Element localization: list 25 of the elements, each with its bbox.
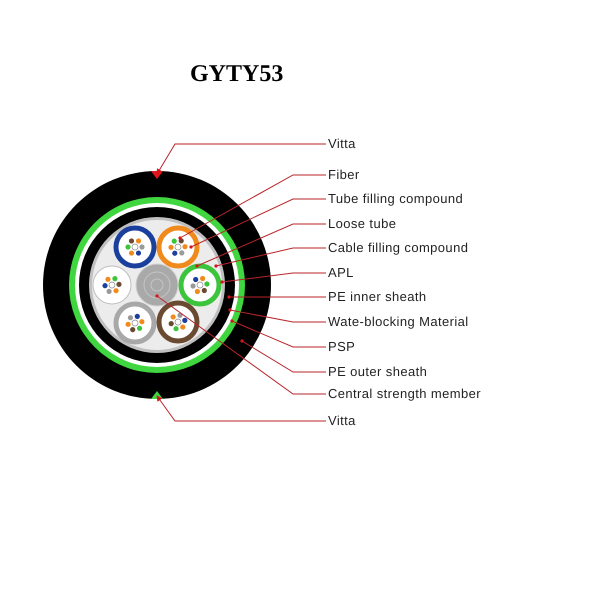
leader-line	[220, 272, 326, 284]
leader-line	[214, 248, 326, 268]
part-label: Loose tube	[328, 216, 396, 232]
leader-line	[178, 174, 326, 240]
part-label: Fiber	[328, 167, 360, 183]
leader-line	[228, 308, 326, 322]
part-label: PE outer sheath	[328, 364, 428, 380]
diagram-title: GYTY53	[190, 62, 284, 86]
part-label: Central strength member	[328, 386, 481, 402]
part-label: PSP	[328, 339, 356, 355]
part-label: Cable filling compound	[328, 240, 468, 256]
leader-line	[227, 295, 326, 299]
part-label: APL	[328, 265, 354, 281]
part-label: Tube filling compound	[328, 191, 464, 207]
part-label: Vitta	[328, 136, 356, 152]
leader-line	[195, 224, 326, 268]
part-label: PE inner sheath	[328, 289, 427, 305]
leader-line	[189, 198, 326, 249]
part-label: Wate-blocking Material	[328, 314, 469, 330]
leader-line	[230, 319, 326, 348]
leader-line	[156, 395, 326, 422]
leader-line	[240, 339, 326, 372]
leader-line	[156, 144, 326, 175]
leader-line	[155, 294, 326, 394]
part-label: Vitta	[328, 413, 356, 429]
